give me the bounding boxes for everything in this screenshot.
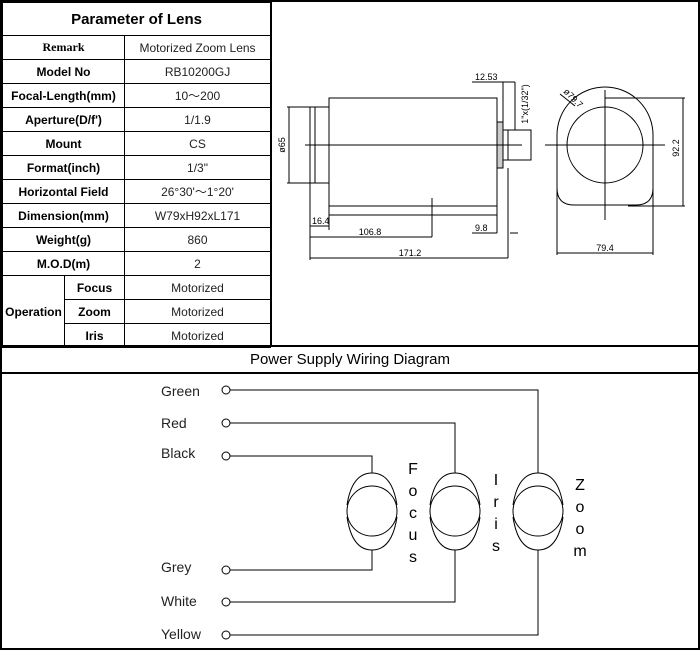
table-row: Model No RB10200GJ xyxy=(2,59,272,84)
table-row: Aperture(D/f') 1/1.9 xyxy=(2,107,272,132)
table-row: M.O.D(m) 2 xyxy=(2,251,272,276)
row-value: 860 xyxy=(123,227,272,252)
row-value: Motorized Zoom Lens xyxy=(123,35,272,60)
row-value: 10～200 xyxy=(123,83,272,108)
section-divider xyxy=(0,372,700,374)
row-label: Model No xyxy=(2,59,125,84)
table-row: Iris Motorized xyxy=(3,323,272,348)
row-label: Weight(g) xyxy=(2,227,125,252)
row-label: Mount xyxy=(2,131,125,156)
row-value: 26°30'～1°20' xyxy=(123,179,272,204)
row-value: 1/3" xyxy=(123,155,272,180)
row-value: CS xyxy=(123,131,272,156)
table-title-row: Parameter of Lens xyxy=(1,2,272,36)
table-row: Focal-Length(mm) 10～200 xyxy=(2,83,272,108)
row-label: Aperture(D/f') xyxy=(2,107,125,132)
operation-item-value: Motorized xyxy=(123,323,272,348)
table-row: Horizontal Field 26°30'～1°20' xyxy=(2,179,272,204)
table-row: Dimension(mm) W79xH92xL171 xyxy=(2,203,272,228)
row-value: 2 xyxy=(123,251,272,276)
table-title: Parameter of Lens xyxy=(1,2,272,36)
table-row: Format(inch) 1/3" xyxy=(2,155,272,180)
operation-item-label: Iris xyxy=(64,323,125,348)
operation-item-label: Focus xyxy=(64,275,125,300)
row-label: Dimension(mm) xyxy=(2,203,125,228)
wiring-diagram-title: Power Supply Wiring Diagram xyxy=(249,351,451,368)
operation-item-label: Zoom xyxy=(64,299,125,324)
section-divider xyxy=(0,345,700,347)
operation-label: Operation xyxy=(2,275,65,348)
row-label: Horizontal Field xyxy=(2,179,125,204)
table-row: Weight(g) 860 xyxy=(2,227,272,252)
row-label: Format(inch) xyxy=(2,155,125,180)
row-value: RB10200GJ xyxy=(123,59,272,84)
operation-item-value: Motorized xyxy=(123,275,272,300)
operation-item-value: Motorized xyxy=(123,299,272,324)
section-divider xyxy=(270,2,272,346)
row-value: 1/1.9 xyxy=(123,107,272,132)
table-row: Remark Motorized Zoom Lens xyxy=(2,35,272,60)
table-row: Mount CS xyxy=(2,131,272,156)
table-row: Zoom Motorized xyxy=(3,299,272,324)
table-row: Operation Focus Motorized xyxy=(2,275,272,348)
lens-parameter-table: Parameter of Lens Remark Motorized Zoom … xyxy=(1,2,272,348)
row-label: Focal-Length(mm) xyxy=(2,83,125,108)
row-value: W79xH92xL171 xyxy=(123,203,272,228)
row-label: Remark xyxy=(2,35,125,60)
row-label: M.O.D(m) xyxy=(2,251,125,276)
